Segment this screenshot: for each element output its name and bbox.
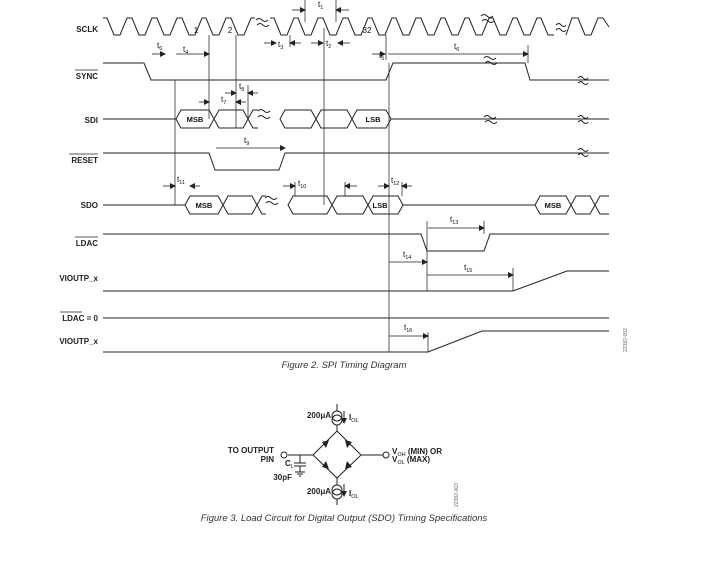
voh-label: VOH (MIN) OR xyxy=(392,447,442,458)
figure3-caption: Figure 3. Load Circuit for Digital Outpu… xyxy=(201,513,488,524)
vioutp-waveform-1 xyxy=(103,270,609,292)
sdo-label: SDO xyxy=(81,201,98,210)
cl-label: CL xyxy=(285,459,294,470)
t3-label: t3 xyxy=(278,40,283,51)
vioutp-label-2: VIOUTP_x xyxy=(59,337,98,346)
current-top-label: 200μA xyxy=(307,411,331,420)
load-circuit xyxy=(280,404,390,505)
reset-waveform xyxy=(103,148,609,171)
sync-waveform xyxy=(103,56,609,85)
sdo-waveform xyxy=(103,195,609,215)
t8-label: t8 xyxy=(239,82,244,93)
ldac-label: LDAC xyxy=(76,239,98,248)
sdo-lsb-label: LSB xyxy=(373,201,389,210)
sdo-msb-label: MSB xyxy=(196,201,213,210)
iol-top-label: IOL xyxy=(349,413,359,424)
t10-label: t10 xyxy=(298,179,306,190)
sdi-msb-label: MSB xyxy=(187,115,204,124)
pin-label: PIN xyxy=(261,455,275,464)
timing-arrows xyxy=(152,7,529,339)
vol-label: VOL (MAX) xyxy=(392,455,430,466)
t13-label: t13 xyxy=(450,215,458,226)
to-output-label: TO OUTPUT xyxy=(228,446,274,455)
t15-label: t15 xyxy=(464,263,472,274)
t5-label: t5 xyxy=(379,51,384,62)
clock-32-label: 32 xyxy=(363,26,372,35)
vioutp-label-1: VIOUTP_x xyxy=(59,274,98,283)
vioutp-waveform-2 xyxy=(103,330,609,353)
ldac0-label: LDAC = 0 xyxy=(62,314,98,323)
t1-label: t1 xyxy=(318,0,323,11)
t16-label: t16 xyxy=(404,323,412,334)
t11-label: t11 xyxy=(177,175,185,186)
signal-labels: SCLK SYNC SDI RESET SDO LDAC VIOUTP_x LD… xyxy=(59,25,98,346)
figure2-caption: Figure 2. SPI Timing Diagram xyxy=(281,360,406,371)
t9-label: t9 xyxy=(244,136,249,147)
t4-label: t4 xyxy=(183,45,188,56)
timing-labels: t1 t2 t3 t4 t5 t6 t6 t7 t8 t9 t10 t11 t1… xyxy=(157,0,472,334)
sync-label: SYNC xyxy=(76,72,98,81)
t6-label-high: t6 xyxy=(454,42,459,53)
figure2-side-id: 22382-002 xyxy=(623,328,629,352)
t12-label: t12 xyxy=(391,176,399,187)
sclk-label: SCLK xyxy=(76,25,98,34)
reset-label: RESET xyxy=(71,156,98,165)
t2-label: t2 xyxy=(326,39,331,50)
figure3-side-id: 22382-003 xyxy=(454,483,460,507)
t6-label-sync: t6 xyxy=(157,41,162,52)
sdi-label: SDI xyxy=(85,116,98,125)
t7-label: t7 xyxy=(221,95,226,106)
sclk-waveform xyxy=(103,14,610,36)
ldac-waveform xyxy=(103,233,609,252)
t14-label: t14 xyxy=(403,250,411,261)
cap-value-label: 30pF xyxy=(273,473,292,482)
sdo-msb2-label: MSB xyxy=(545,201,562,210)
current-bottom-label: 200μA xyxy=(307,487,331,496)
iol-bottom-label: IOL xyxy=(349,489,359,500)
sdi-lsb-label: LSB xyxy=(366,115,382,124)
sdi-waveform xyxy=(103,109,609,129)
clock-1-label: 1 xyxy=(194,26,199,35)
reference-lines xyxy=(174,0,529,352)
clock-2-label: 2 xyxy=(228,26,233,35)
